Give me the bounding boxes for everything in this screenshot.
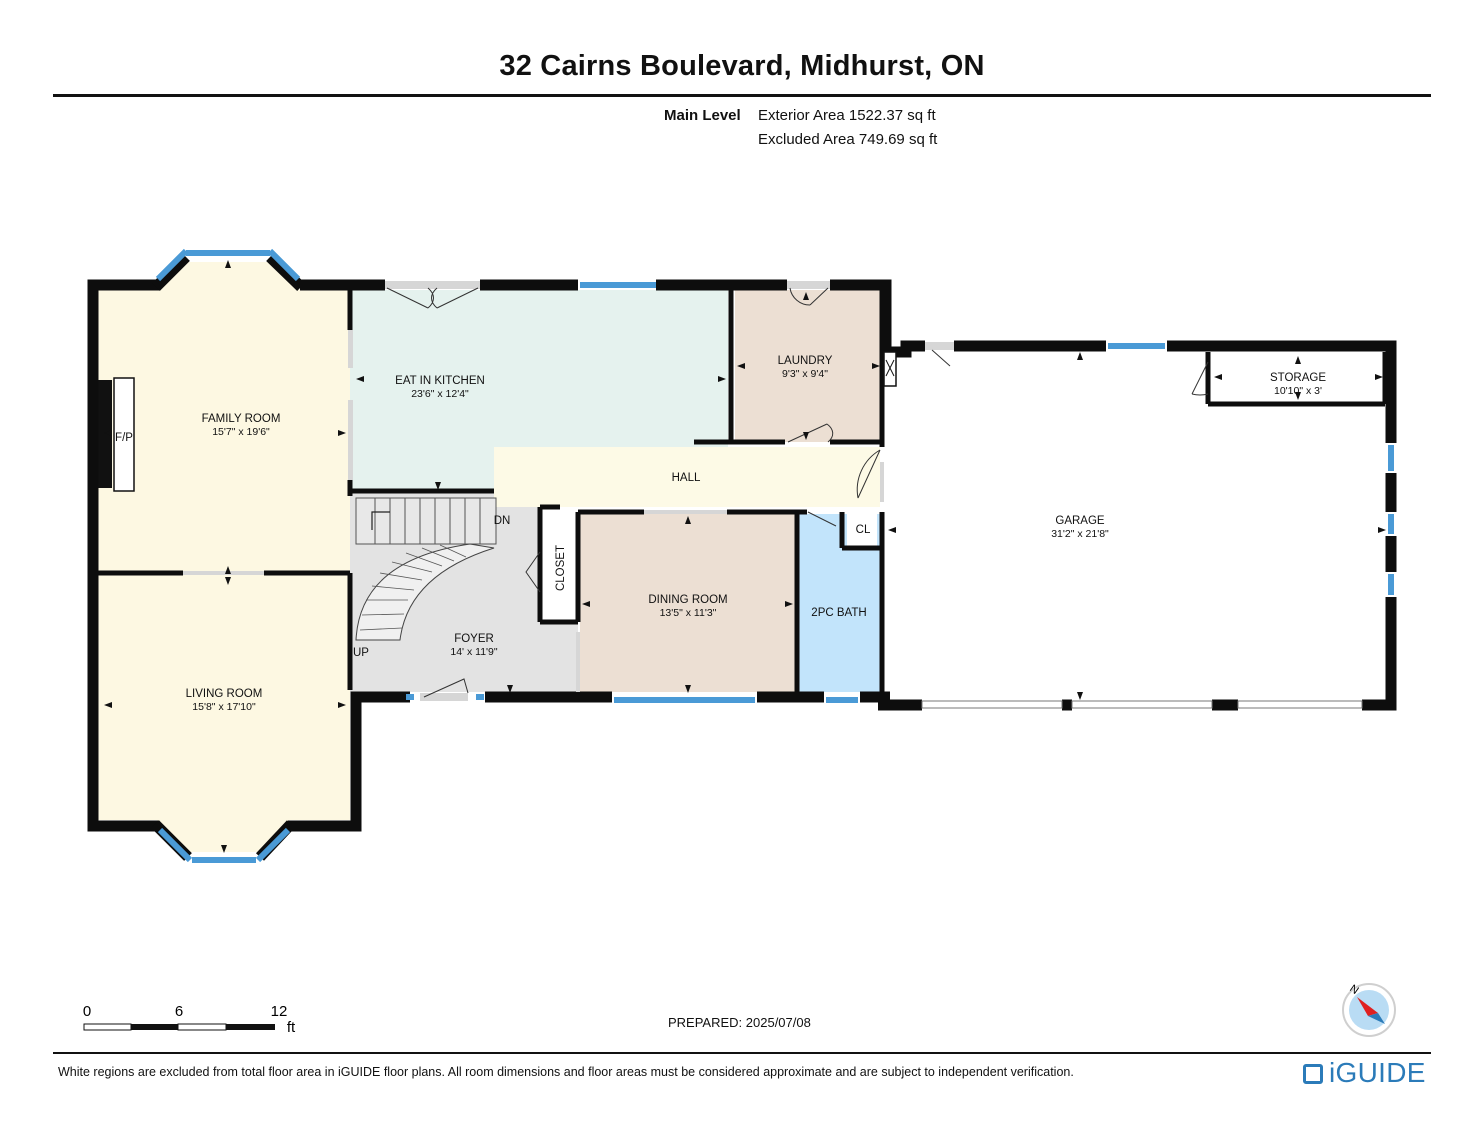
foyer-dims: 14' x 11'9" (450, 646, 498, 658)
hall-label: HALL (672, 472, 701, 484)
scale-bar: 0 6 12 ft (83, 1003, 296, 1036)
scale-label-12: 12 (271, 1003, 288, 1020)
header-rule (53, 94, 1431, 97)
door-swings (386, 287, 1209, 698)
stairs-up-curve (355, 543, 495, 641)
laundry-area (735, 290, 880, 442)
foyer-label: FOYER (454, 633, 494, 645)
storage-label: STORAGE (1270, 372, 1326, 384)
stairs-up-label: UP (353, 647, 369, 659)
compass-icon: N (1342, 983, 1396, 1037)
laundry-dims: 9'3" x 9'4" (782, 368, 828, 380)
area-summary: Exterior Area 1522.37 sq ft Excluded Are… (758, 104, 937, 152)
garage-doors (921, 700, 1363, 709)
windows (155, 248, 1394, 863)
dining-room-label: DINING ROOM (648, 594, 727, 606)
dining-room-dims: 13'5" x 11'3" (660, 607, 717, 619)
openings (183, 281, 954, 701)
dining-room-area (580, 514, 795, 692)
cl-label: CL (856, 524, 871, 536)
family-room-dims: 15'7" x 19'6" (212, 426, 270, 438)
disclaimer-text: White regions are excluded from total fl… (58, 1065, 1074, 1079)
page-title: 32 Cairns Boulevard, Midhurst, ON (499, 50, 985, 82)
fireplace-box (113, 377, 135, 492)
fireplace-label: F/P (115, 432, 133, 444)
laundry-label: LAUNDRY (778, 355, 833, 367)
kitchen-dims: 23'6" x 12'4" (411, 388, 469, 400)
kitchen-label: EAT IN KITCHEN (395, 375, 485, 387)
excluded-area: Excluded Area 749.69 sq ft (758, 131, 938, 148)
stairs-down (355, 497, 497, 545)
dimension-markers (104, 260, 1386, 853)
storage-dims: 10'10" x 3' (1274, 385, 1322, 397)
exterior-area: Exterior Area 1522.37 sq ft (758, 107, 936, 124)
footer-rule (53, 1052, 1431, 1054)
living-room-label: LIVING ROOM (186, 688, 263, 700)
family-room-area (98, 262, 350, 573)
cl-area (847, 514, 877, 546)
stairs-arrow (371, 511, 390, 530)
stairs-down-label: DN (494, 515, 511, 527)
living-room-dims: 15'8" x 17'10" (192, 701, 256, 713)
garage-dims: 31'2" x 21'8" (1051, 528, 1109, 540)
scale-label-0: 0 (83, 1003, 91, 1020)
hall-area (494, 447, 880, 507)
closet-area (545, 514, 578, 622)
scale-unit: ft (287, 1019, 296, 1036)
garage-label: GARAGE (1055, 515, 1105, 527)
exterior-walls (87, 279, 1397, 832)
level-name: Main Level (664, 107, 741, 124)
prepared-date: PREPARED: 2025/07/08 (668, 1015, 811, 1030)
bath-label: 2PC BATH (811, 607, 866, 619)
brand-logo: iGUIDE (1329, 1057, 1426, 1088)
closet-label: CLOSET (555, 545, 567, 591)
living-room-area (98, 573, 350, 852)
family-room-label: FAMILY ROOM (202, 413, 281, 425)
interior-walls (98, 290, 1388, 697)
scale-label-6: 6 (175, 1003, 183, 1020)
iguide-logo-icon (1303, 1064, 1323, 1084)
